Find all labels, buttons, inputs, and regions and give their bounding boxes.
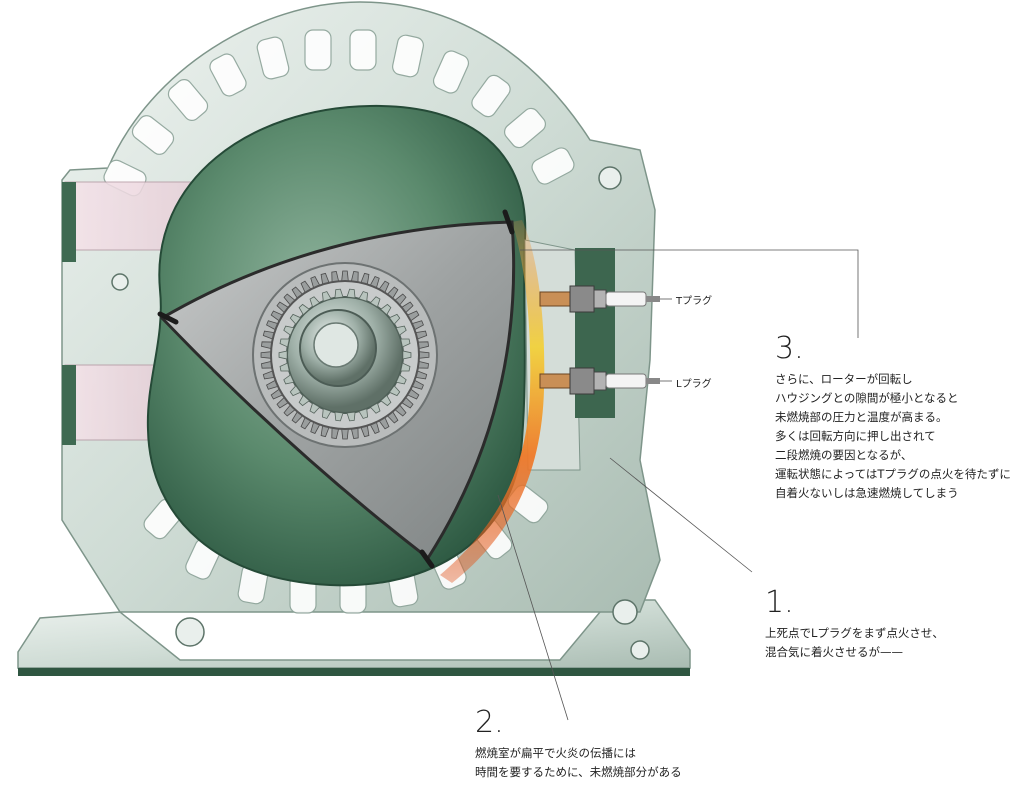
note-3-line: ハウジングとの隙間が極小となると (775, 391, 959, 405)
note-3-line: さらに、ローターが回転し (775, 372, 913, 386)
gear-tooth (341, 270, 349, 282)
flame-region (440, 220, 545, 583)
note-2-line: 燃焼室が扁平で火炎の伝播には (475, 746, 636, 760)
t-spark-plug (539, 285, 660, 313)
small-gear-tooth (400, 338, 411, 348)
note-3-number: 3. (775, 331, 804, 366)
note-1-line: 混合気に着火させるが—— (765, 645, 903, 659)
note-2-number: 2. (475, 705, 504, 740)
small-gear-tooth (321, 291, 332, 302)
small-gear-tooth (283, 374, 295, 385)
small-gear-tooth (380, 303, 392, 316)
small-gear-tooth (334, 411, 344, 422)
gear-tooth (418, 351, 430, 359)
note-3-line: 自着火ないしは急速燃焼してしまう (775, 486, 959, 500)
small-gear-tooth (283, 325, 295, 336)
small-gear-tooth (309, 402, 321, 414)
l-plug-label: Lプラグ (676, 379, 712, 390)
note-1-line: 上死点でLプラグをまず点火させ、 (765, 626, 944, 640)
small-gear-tooth (346, 411, 356, 422)
note-3-line: 未燃焼部の圧力と温度が高まる。 (775, 410, 948, 424)
gear-tooth (341, 428, 349, 440)
small-gear-tooth (346, 288, 356, 299)
apex-seals (157, 209, 515, 569)
note-2-line: 時間を要するために、未燃焼部分がある (475, 765, 682, 779)
note-1-number: 1. (765, 585, 794, 620)
stationary-gear-teeth (278, 288, 412, 422)
small-gear-tooth (402, 350, 412, 360)
small-gear-tooth (298, 303, 310, 316)
l-spark-plug (539, 367, 660, 395)
note-3-line: 運転状態によってはTプラグの点火を待たずに (775, 467, 1011, 481)
small-gear-tooth (395, 325, 407, 336)
bolt-holes (111, 166, 650, 660)
small-gear-tooth (279, 338, 290, 348)
leader-line-2 (497, 494, 569, 721)
small-gear-tooth (289, 385, 302, 397)
gear-tooth (260, 351, 272, 359)
small-gear-tooth (321, 408, 332, 419)
leader-line-1 (609, 457, 753, 573)
small-gear-tooth (289, 313, 302, 325)
t-plug-label: Tプラグ (676, 296, 713, 307)
note-3-text: さらに、ローターが回転し ハウジングとの隙間が極小となると 未燃焼部の圧力と温度… (775, 370, 1011, 503)
leader-line-3 (520, 249, 859, 338)
small-gear-tooth (395, 374, 407, 385)
small-gear-tooth (369, 296, 381, 308)
leader-lines (497, 249, 859, 721)
small-gear-tooth (279, 362, 290, 372)
housing-base-shadow (18, 668, 690, 676)
note-3-line: 多くは回転方向に押し出されて (775, 429, 936, 443)
note-2-text: 燃焼室が扁平で火炎の伝播には 時間を要するために、未燃焼部分がある (475, 744, 682, 782)
small-gear-tooth (298, 394, 310, 407)
small-gear-tooth (388, 385, 401, 397)
note-3-line: 二段燃焼の要因となるが、 (775, 448, 913, 462)
note-1-text: 上死点でLプラグをまず点火させ、 混合気に着火させるが—— (765, 624, 944, 662)
small-gear-tooth (358, 291, 369, 302)
small-gear-tooth (400, 362, 411, 372)
small-gear-tooth (278, 350, 288, 360)
small-gear-tooth (388, 313, 401, 325)
small-gear-tooth (369, 402, 381, 414)
small-gear-tooth (358, 408, 369, 419)
small-gear-tooth (334, 288, 344, 299)
small-gear-tooth (309, 296, 321, 308)
shaft-hub (313, 322, 359, 368)
small-gear-tooth (380, 394, 392, 407)
